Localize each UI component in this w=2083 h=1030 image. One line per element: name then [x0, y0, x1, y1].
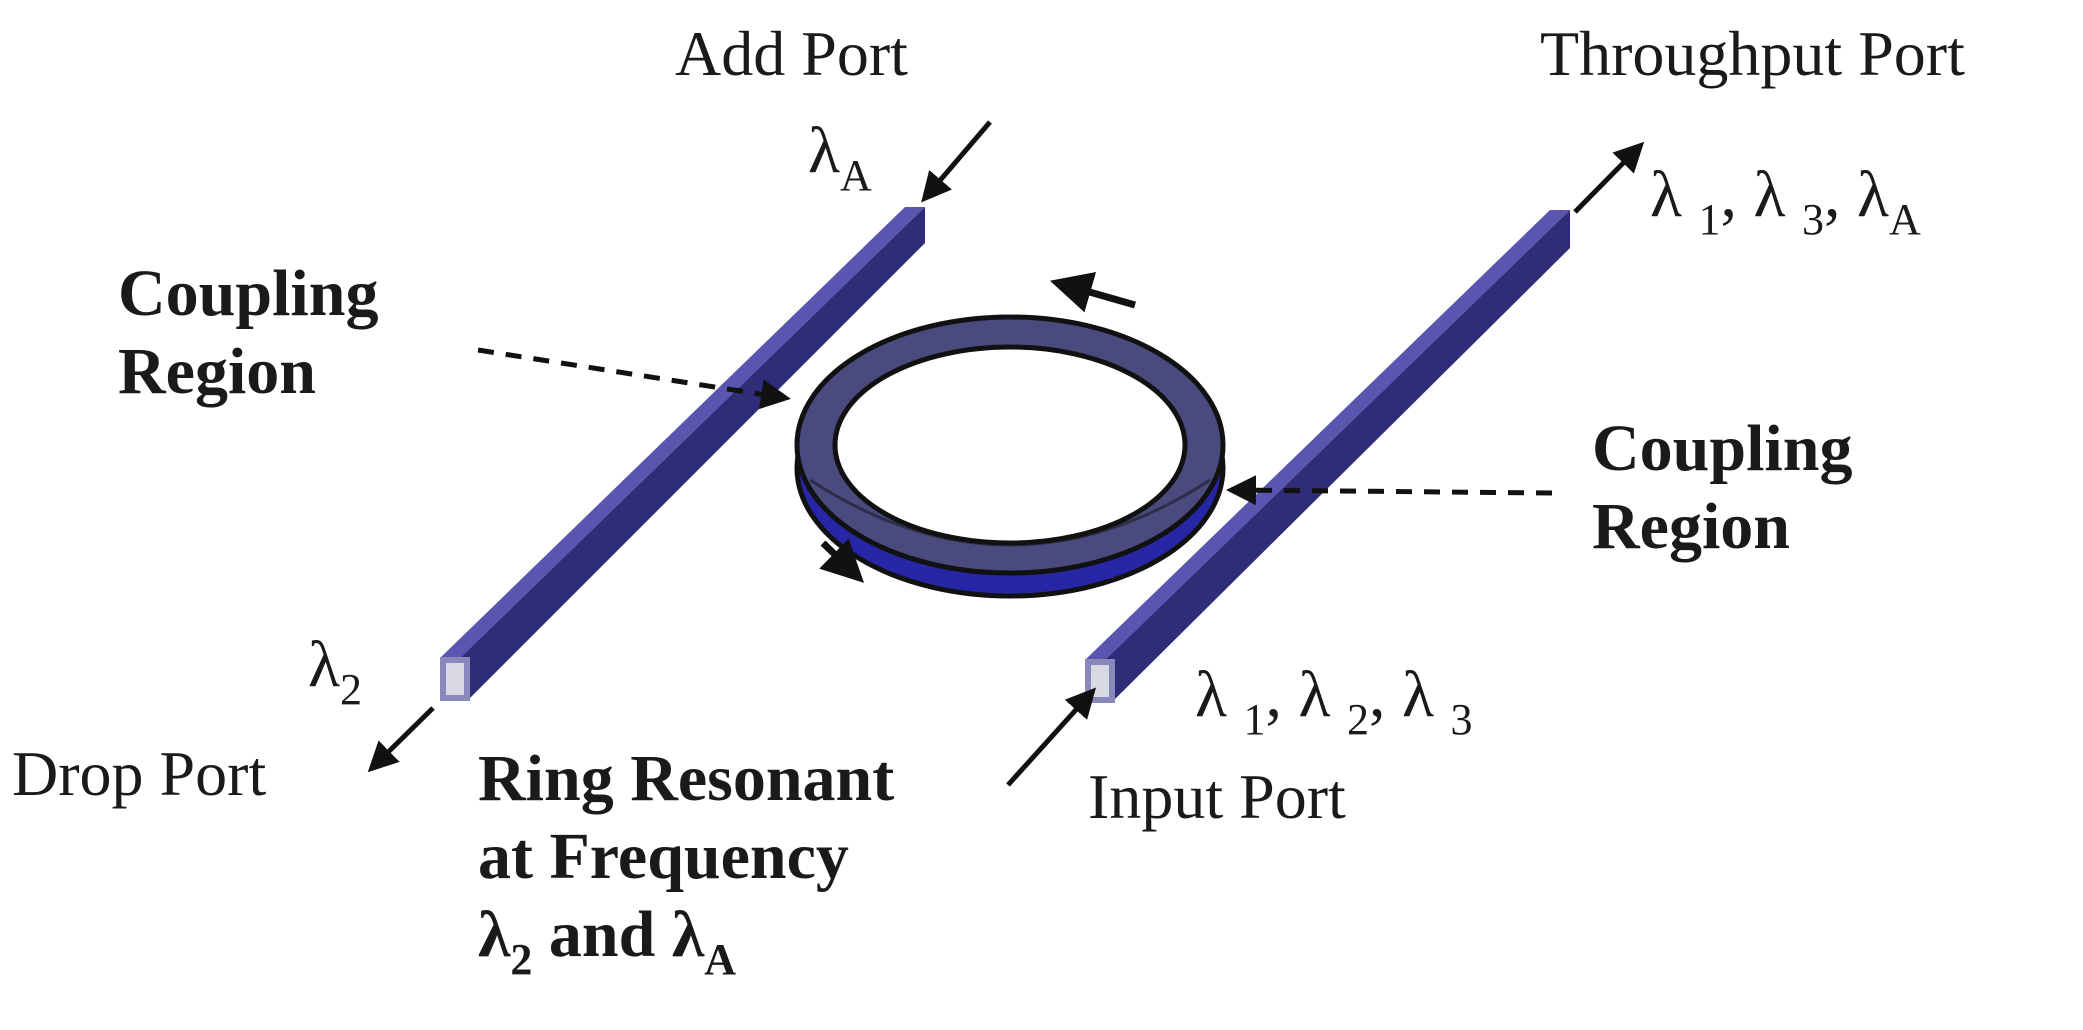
lambda-symbol: λ	[1857, 158, 1890, 231]
lambda-symbol: λ	[671, 897, 705, 971]
throughput-port-arrow	[1573, 141, 1645, 214]
subscript-2: 2	[1347, 695, 1370, 744]
lambda-symbol: λ	[1402, 658, 1435, 731]
coupling-left-line-1: Coupling	[118, 257, 379, 330]
subscript-a: A	[1889, 195, 1921, 244]
lambda-symbol: λ	[1753, 158, 1786, 231]
lambda-symbol: λ	[1298, 658, 1331, 731]
ring-resonator	[794, 314, 1226, 599]
input-port-label: Input Port	[1088, 761, 1346, 832]
ring-note-line-1: Ring Resonant	[478, 742, 895, 815]
coupling-left-pointer	[477, 347, 791, 410]
coupling-right-pointer	[1226, 475, 1553, 506]
ring-note-line-3: λ2 and λA	[478, 896, 894, 986]
ring-resonance-note: Ring Resonant at Frequency λ2 and λA	[478, 740, 894, 986]
subscript-a: A	[704, 934, 737, 984]
subscript-2: 2	[340, 665, 363, 714]
subscript-a: A	[840, 151, 872, 200]
drop-wavelength-label: λ2	[308, 632, 362, 712]
drop-port-label: Drop Port	[12, 738, 267, 809]
comma: ,	[1824, 158, 1841, 231]
add-wavelength-label: λA	[808, 118, 872, 198]
ring-note-line-2: at Frequency	[478, 819, 849, 893]
ring-circulation-arrow-top	[1049, 272, 1136, 313]
coupling-right-line-2: Region	[1592, 489, 1790, 563]
lambda-symbol: λ	[478, 897, 511, 971]
throughput-wavelengths-label: λ 1, λ 3, λA	[1650, 162, 1921, 242]
lambda-symbol: λ	[1650, 158, 1683, 231]
add-port-arrow	[921, 120, 992, 203]
ring-circulation-arrow-bottom	[819, 538, 865, 583]
add-port-label: Add Port	[675, 18, 908, 89]
coupling-region-right-label: Coupling Region	[1592, 410, 1852, 566]
throughput-port-label: Throughput Port	[1540, 18, 1965, 89]
subscript-2: 2	[510, 934, 533, 984]
input-port-arrow	[1006, 687, 1097, 787]
input-wavelengths-label: λ 1, λ 2, λ 3	[1195, 662, 1473, 742]
coupling-region-left-label: Coupling Region	[118, 255, 378, 411]
comma: ,	[1265, 658, 1283, 731]
lambda-symbol: λ	[808, 114, 841, 187]
subscript-1: 1	[1243, 695, 1266, 744]
lambda-symbol: λ	[308, 628, 341, 701]
ring-note-and: and	[548, 897, 656, 971]
drop-port-end-face	[440, 657, 470, 701]
left-waveguide	[440, 207, 925, 701]
lambda-symbol: λ	[1195, 658, 1228, 731]
subscript-3: 3	[1802, 195, 1825, 244]
subscript-3: 3	[1450, 695, 1473, 744]
coupling-right-line-1: Coupling	[1592, 412, 1853, 485]
subscript-1: 1	[1698, 195, 1721, 244]
coupling-left-line-2: Region	[118, 334, 316, 408]
comma: ,	[1369, 658, 1386, 731]
comma: ,	[1720, 158, 1738, 231]
drop-port-arrow	[367, 706, 435, 773]
